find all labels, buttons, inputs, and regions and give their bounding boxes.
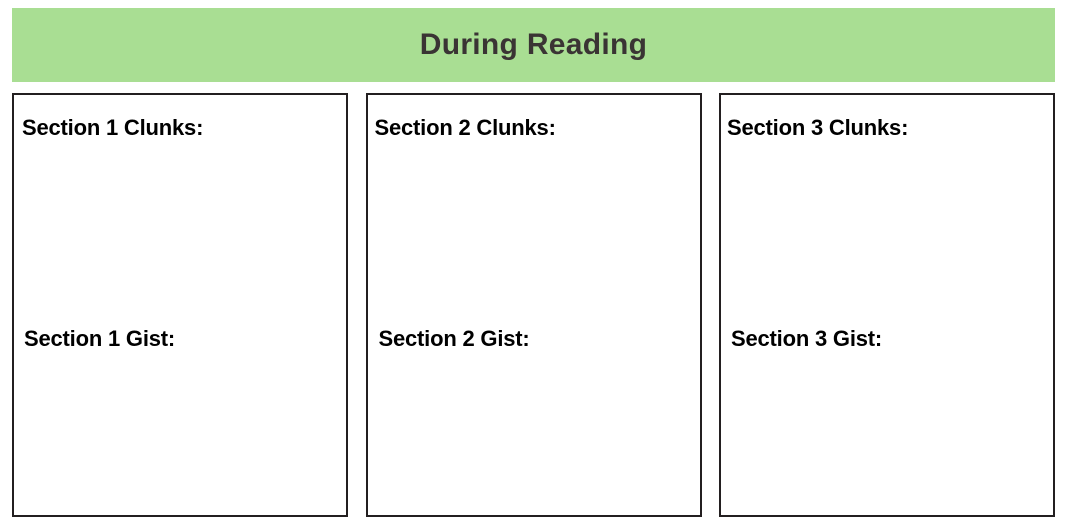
- section-3-clunks-write-area[interactable]: [721, 147, 1053, 322]
- section-2-clunks-label: Section 2 Clunks:: [374, 115, 556, 140]
- section-box-1: Section 1 Clunks: Section 1 Gist:: [12, 93, 348, 517]
- header-banner: During Reading: [12, 8, 1055, 82]
- section-2-gist-label: Section 2 Gist:: [378, 326, 530, 351]
- section-1-gist-label: Section 1 Gist:: [24, 326, 176, 351]
- section-1-clunks-label: Section 1 Clunks:: [22, 115, 204, 140]
- section-2-clunks-write-area[interactable]: [368, 147, 700, 322]
- section-1-clunks-write-area[interactable]: [14, 147, 346, 322]
- section-box-2: Section 2 Clunks: Section 2 Gist:: [365, 93, 702, 517]
- section-1-gist-write-area[interactable]: [14, 358, 346, 515]
- section-3-gist-label: Section 3 Gist:: [731, 326, 883, 351]
- section-2-gist-write-area[interactable]: [368, 358, 700, 515]
- section-box-3: Section 3 Clunks: Section 3 Gist:: [719, 93, 1055, 517]
- section-3-clunks-label: Section 3 Clunks:: [727, 115, 909, 140]
- sections-row: Section 1 Clunks: Section 1 Gist: Sectio…: [12, 93, 1055, 517]
- page-title: During Reading: [419, 28, 648, 61]
- section-3-gist-write-area[interactable]: [721, 358, 1053, 515]
